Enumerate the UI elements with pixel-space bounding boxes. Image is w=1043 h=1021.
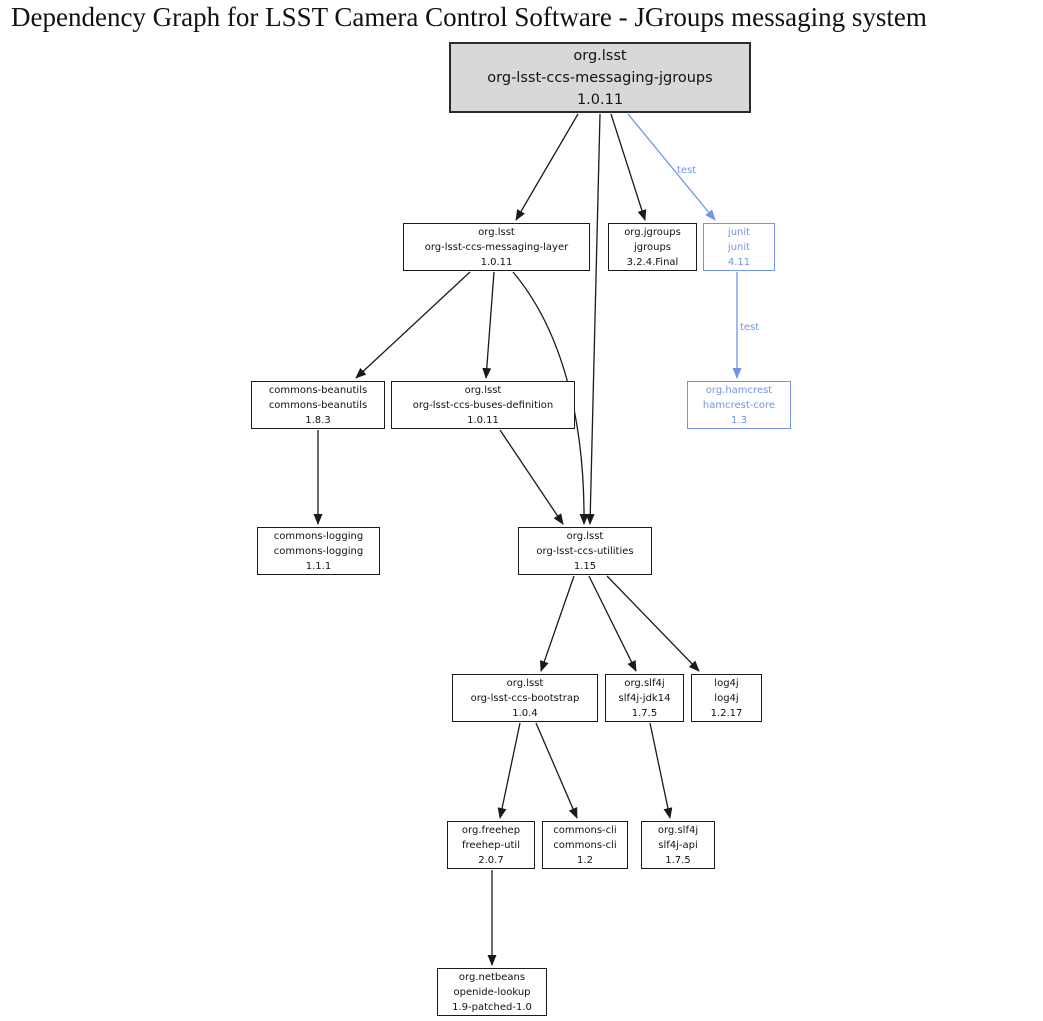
node-version: 1.3 (731, 414, 747, 426)
node-version: 1.0.11 (480, 256, 513, 268)
node-artifact-id: slf4j-jdk14 (618, 692, 671, 704)
node-artifact-id: jgroups (633, 241, 672, 253)
node-artifact-id: freehep-util (462, 839, 520, 851)
node-group-id: org.lsst (478, 226, 515, 238)
node-artifact-id: log4j (714, 692, 739, 704)
edge-root-to-utilities (585, 113, 601, 525)
node-group-id: commons-cli (553, 824, 617, 836)
node-version: 1.0.11 (467, 414, 499, 426)
node-group-id: org.jgroups (624, 226, 681, 238)
edge-label-test-root-junit: test (677, 165, 696, 176)
edge-root-to-messaging-layer (515, 113, 579, 221)
node-group-id: commons-logging (273, 530, 364, 542)
node-hamcrest-core: org.hamcrest hamcrest-core 1.3 (687, 381, 791, 429)
node-version: 1.1.1 (305, 560, 332, 572)
edge-root-to-jgroups (610, 113, 647, 221)
node-artifact-id: org-lsst-ccs-bootstrap (470, 692, 580, 704)
node-artifact-id: openide-lookup (453, 986, 531, 998)
node-slf4j-api: org.slf4j slf4j-api 1.7.5 (641, 821, 715, 869)
node-group-id: log4j (714, 677, 739, 689)
node-artifact-id: commons-cli (553, 839, 617, 851)
node-log4j: log4j log4j 1.2.17 (691, 674, 762, 722)
node-artifact-id: junit (727, 241, 751, 253)
node-freehep-util: org.freehep freehep-util 2.0.7 (447, 821, 535, 869)
node-version: 3.2.4.Final (626, 256, 679, 268)
graph-title: Dependency Graph for LSST Camera Control… (11, 2, 927, 32)
node-version: 1.0.4 (512, 707, 538, 719)
node-version: 1.2 (577, 854, 593, 866)
node-commons-cli: commons-cli commons-cli 1.2 (542, 821, 628, 869)
edge-layer-to-utilities (512, 271, 589, 525)
node-group-id: org.slf4j (624, 677, 665, 689)
edge-utilities-to-log4j (606, 575, 700, 672)
node-junit: junit junit 4.11 (703, 223, 775, 271)
node-version: 1.0.11 (576, 91, 624, 108)
node-version: 4.11 (727, 256, 751, 268)
node-jgroups: org.jgroups jgroups 3.2.4.Final (608, 223, 697, 271)
node-version: 1.9-patched-1.0 (452, 1001, 532, 1013)
node-org-lsst-ccs-bootstrap: org.lsst org-lsst-ccs-bootstrap 1.0.4 (452, 674, 598, 722)
node-group-id: org.lsst (566, 530, 604, 542)
edge-slf4j-jdk14-to-slf4j-api (649, 722, 673, 819)
node-org-lsst-ccs-messaging-jgroups: org.lsst org-lsst-ccs-messaging-jgroups … (449, 42, 751, 113)
node-group-id: org.slf4j (657, 824, 699, 836)
node-group-id: org.lsst (464, 384, 502, 396)
node-artifact-id: org-lsst-ccs-buses-definition (412, 399, 554, 411)
node-artifact-id: commons-logging (273, 545, 364, 557)
node-group-id: junit (727, 226, 751, 238)
node-org-lsst-ccs-utilities: org.lsst org-lsst-ccs-utilities 1.15 (518, 527, 652, 575)
node-version: 1.8.3 (305, 414, 331, 426)
node-artifact-id: org-lsst-ccs-messaging-jgroups (487, 69, 713, 86)
node-version: 1.7.5 (631, 707, 658, 719)
node-artifact-id: slf4j-api (658, 839, 698, 851)
edge-layer-to-commons-beanutils (355, 271, 471, 379)
node-group-id: org.hamcrest (705, 384, 773, 396)
edge-label-test-junit-hamcrest: test (740, 322, 759, 333)
node-version: 1.7.5 (665, 854, 691, 866)
node-artifact-id: commons-beanutils (268, 399, 368, 411)
node-org-lsst-ccs-buses-definition: org.lsst org-lsst-ccs-buses-definition 1… (391, 381, 575, 429)
edge-layer-to-buses-definition (482, 271, 495, 379)
node-group-id: org.netbeans (458, 971, 526, 983)
node-group-id: org.lsst (506, 677, 544, 689)
edge-buses-definition-to-utilities (499, 429, 564, 525)
node-group-id: org.freehep (461, 824, 521, 836)
node-commons-logging: commons-logging commons-logging 1.1.1 (257, 527, 380, 575)
node-version: 1.2.17 (710, 707, 743, 719)
node-version: 1.15 (573, 560, 597, 572)
edge-bootstrap-to-freehep-util (497, 722, 521, 819)
edge-root-to-junit-test (627, 113, 716, 221)
node-group-id: commons-beanutils (268, 384, 368, 396)
node-commons-beanutils: commons-beanutils commons-beanutils 1.8.… (251, 381, 385, 429)
edge-bootstrap-to-commons-cli (535, 722, 578, 819)
node-org-lsst-ccs-messaging-layer: org.lsst org-lsst-ccs-messaging-layer 1.… (403, 223, 590, 271)
node-group-id: org.lsst (573, 47, 627, 64)
node-version: 2.0.7 (478, 854, 504, 866)
node-openide-lookup: org.netbeans openide-lookup 1.9-patched-… (437, 968, 547, 1016)
edge-utilities-to-bootstrap (540, 575, 575, 672)
node-artifact-id: org-lsst-ccs-messaging-layer (424, 241, 569, 253)
node-slf4j-jdk14: org.slf4j slf4j-jdk14 1.7.5 (605, 674, 684, 722)
node-artifact-id: org-lsst-ccs-utilities (536, 545, 634, 557)
edge-utilities-to-slf4j-jdk14 (588, 575, 637, 672)
node-artifact-id: hamcrest-core (702, 399, 776, 411)
